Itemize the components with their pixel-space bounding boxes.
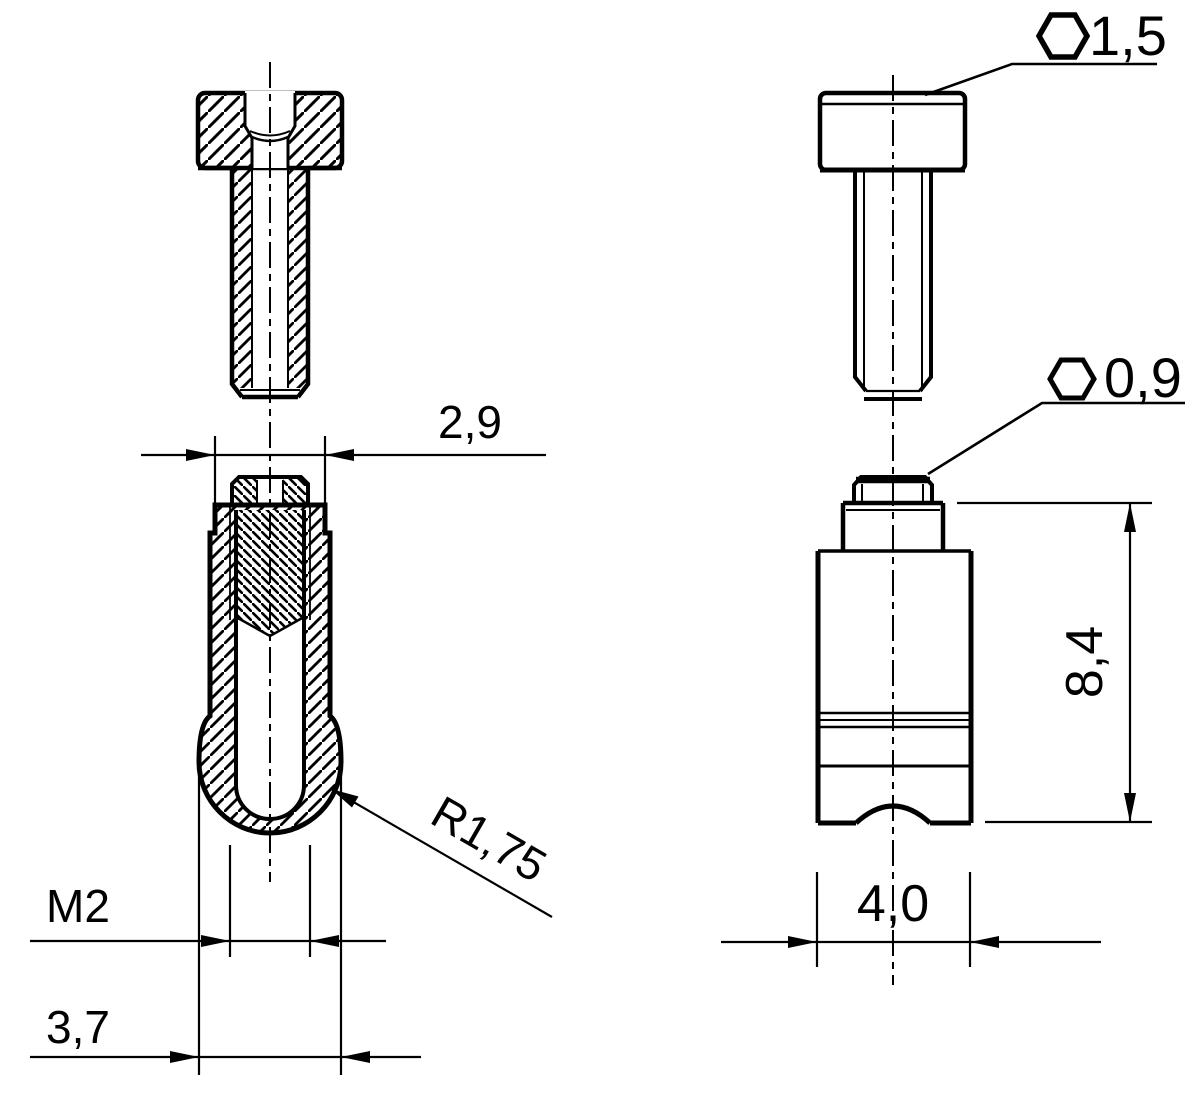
radius-callout: R1,75 [330, 786, 555, 918]
dim-label-3-7: 3,7 [46, 1001, 110, 1053]
right-view-external: 1,5 0,9 8,4 4,0 [721, 4, 1185, 985]
shank-outline-left [229, 168, 244, 399]
socket-wall-right [286, 93, 297, 168]
arrowhead [310, 935, 339, 947]
left-view-section: 2,9 R1,75 M2 3,7 [30, 62, 555, 1075]
leader-line [330, 788, 553, 918]
arrowhead [970, 936, 999, 948]
shank-outline-right [918, 170, 933, 393]
socket-wall-left [243, 93, 254, 168]
dim-label-2-9: 2,9 [438, 396, 502, 448]
callout-hex-socket-screw: 1,5 [924, 4, 1167, 97]
arrowhead [201, 935, 230, 947]
arrowhead [1124, 503, 1136, 532]
dimension-insert-height: 8,4 [957, 501, 1152, 824]
dimension-collar-diameter: 2,9 [141, 396, 546, 531]
dimension-thread: M2 [30, 845, 386, 957]
dim-label-r175: R1,75 [423, 786, 555, 892]
arrowhead [170, 1051, 199, 1063]
dimension-outer-diameter: 3,7 [30, 770, 421, 1075]
hex-socket-icon [1047, 357, 1097, 401]
callout-hex-socket-insert: 0,9 [927, 346, 1185, 476]
hex-socket-icon [1035, 12, 1091, 60]
dim-label-8-4: 8,4 [1056, 626, 1114, 698]
leader-line [927, 401, 1185, 476]
dim-label-4-0: 4,0 [857, 875, 929, 933]
leader-arrowhead [331, 789, 359, 808]
socket-bottom-arc [249, 130, 291, 137]
shank-outline-left [853, 170, 868, 393]
callout-label-1-5: 1,5 [1089, 4, 1167, 67]
thread-strip-left [232, 168, 252, 388]
dim-label-m2: M2 [46, 880, 110, 932]
callout-label-0-9: 0,9 [1104, 346, 1182, 409]
arrowhead [341, 1051, 370, 1063]
leader-line [924, 62, 1157, 97]
thread-strip-right [288, 168, 308, 388]
shank-outline-right [296, 168, 311, 399]
dimension-body-diameter: 4,0 [721, 872, 1101, 967]
arrowhead [325, 449, 354, 461]
arrowhead [186, 449, 215, 461]
arrowhead [788, 936, 817, 948]
arrowhead [1124, 793, 1136, 822]
insert-external [815, 475, 974, 826]
screw-section [195, 90, 345, 400]
